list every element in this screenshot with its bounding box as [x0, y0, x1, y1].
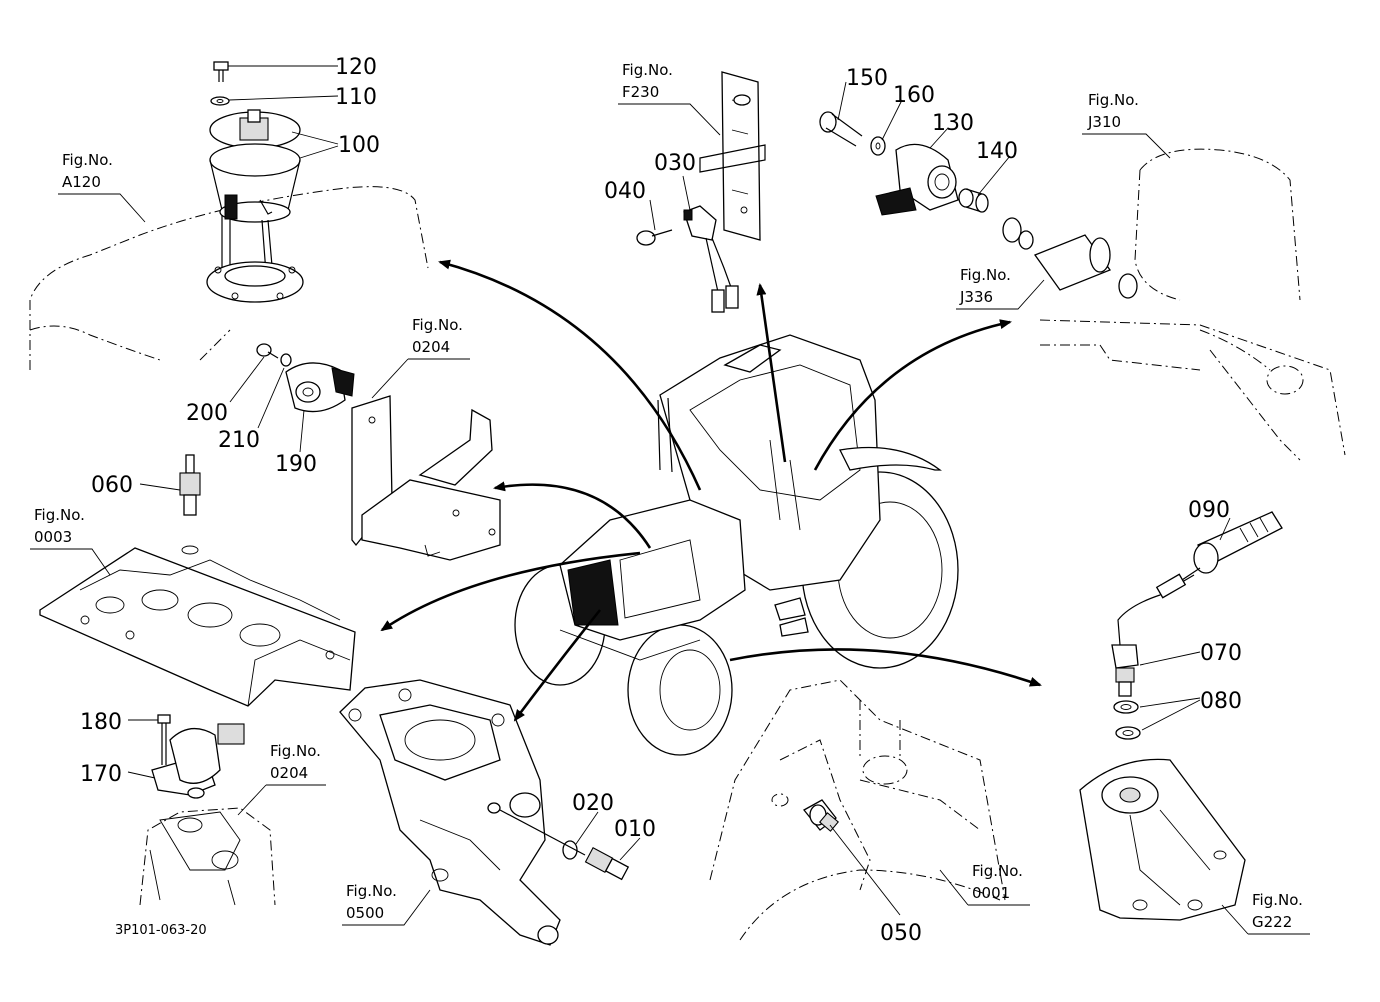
sensor-part-190 — [285, 362, 355, 413]
washer-part-210 — [280, 353, 292, 367]
screw-part-180 — [157, 714, 171, 765]
fig-ref-f230-number: F230 — [622, 83, 659, 101]
callout-180: 180 — [80, 710, 122, 735]
cylinder-head-0003 — [39, 545, 356, 707]
callout-060: 060 — [91, 473, 133, 498]
fig-ref-j310-number: J310 — [1087, 113, 1121, 131]
sensor-part-170 — [151, 723, 245, 799]
housing-0204-bottom — [139, 807, 276, 906]
callout-120: 120 — [335, 55, 377, 80]
callout-030: 030 — [654, 151, 696, 176]
fig-ref-0204-top-number: 0204 — [412, 338, 450, 356]
callout-190: 190 — [275, 452, 317, 477]
sensor-part-060 — [179, 454, 201, 516]
callout-020: 020 — [572, 791, 614, 816]
callout-070: 070 — [1200, 641, 1242, 666]
fig-ref-0500-number: 0500 — [346, 904, 384, 922]
tractor-illustration — [514, 334, 959, 756]
bracket-0204-top — [351, 395, 501, 561]
switch-part-030 — [683, 205, 739, 313]
screw-part-200 — [256, 343, 279, 359]
callout-090: 090 — [1188, 498, 1230, 523]
axle-assembly-j310 — [1039, 148, 1346, 461]
engine-block-0001 — [709, 679, 1006, 941]
callout-200: 200 — [186, 401, 228, 426]
fig-ref-f230-label: Fig.No. — [622, 61, 673, 79]
housing-g222 — [1079, 758, 1246, 921]
callout-110: 110 — [335, 85, 377, 110]
bolt-part-040 — [636, 229, 673, 246]
washer-part-160 — [870, 136, 886, 156]
fig-ref-j336-label: Fig.No. — [960, 266, 1011, 284]
callout-050: 050 — [880, 921, 922, 946]
connector-part-090 — [1117, 511, 1283, 646]
fig-ref-0003-number: 0003 — [34, 528, 72, 546]
fig-ref-a120-label: Fig.No. — [62, 151, 113, 169]
fig-ref-0001-label: Fig.No. — [972, 862, 1023, 880]
screw-part-120 — [213, 61, 229, 82]
fig-ref-0204-top-label: Fig.No. — [412, 316, 463, 334]
pin-part-140 — [958, 188, 989, 213]
fig-ref-0500-label: Fig.No. — [346, 882, 397, 900]
fig-ref-0003-label: Fig.No. — [34, 506, 85, 524]
callout-170: 170 — [80, 762, 122, 787]
fuel-sender-unit-part-100 — [206, 109, 304, 303]
callout-100: 100 — [338, 133, 380, 158]
washer-part-110 — [210, 96, 230, 106]
callout-130: 130 — [932, 111, 974, 136]
sensor-part-070 — [1111, 644, 1139, 697]
fig-ref-a120-number: A120 — [62, 173, 101, 191]
reference-arrows — [380, 259, 1042, 722]
sensor-part-130 — [875, 143, 959, 216]
sensor-part-010 — [499, 809, 630, 881]
fig-ref-0204-bottom-label: Fig.No. — [270, 742, 321, 760]
bracket-f230 — [699, 71, 766, 241]
document-id: 3P101-063-20 — [115, 923, 207, 938]
bolt-part-150 — [819, 111, 863, 147]
fig-ref-g222-label: Fig.No. — [1252, 891, 1303, 909]
sleeve-j336 — [1002, 217, 1138, 299]
fig-ref-j336-number: J336 — [959, 288, 993, 306]
callout-160: 160 — [893, 83, 935, 108]
callout-150: 150 — [846, 66, 888, 91]
fig-ref-0001-number: 0001 — [972, 884, 1010, 902]
callout-140: 140 — [976, 139, 1018, 164]
fig-ref-g222-number: G222 — [1252, 913, 1292, 931]
callout-210: 210 — [218, 428, 260, 453]
fuel-tank-illustration — [29, 186, 429, 370]
callout-040: 040 — [604, 179, 646, 204]
fig-ref-0204-bottom-number: 0204 — [270, 764, 308, 782]
callout-080: 080 — [1200, 689, 1242, 714]
callout-010: 010 — [614, 817, 656, 842]
washers-part-080 — [1113, 700, 1141, 740]
fig-ref-j310-label: Fig.No. — [1088, 91, 1139, 109]
sensor-part-050 — [803, 799, 839, 832]
housing-0500 — [339, 679, 561, 946]
